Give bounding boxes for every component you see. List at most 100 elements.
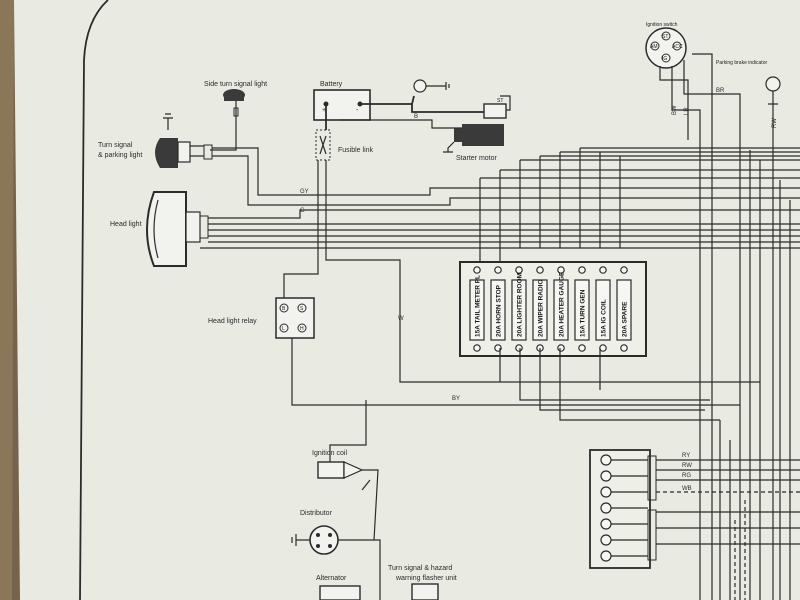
fuse-3 bbox=[511, 279, 527, 341]
flasher-label-1: Turn signal & hazard bbox=[388, 565, 452, 572]
ground-symbol bbox=[413, 79, 427, 93]
connector-pin-2 bbox=[600, 470, 612, 482]
side-turn-light: Side turn signal light bbox=[204, 81, 267, 151]
wire-label-rg: RG bbox=[682, 473, 691, 479]
fuse-label-6: 15A TURN GEN bbox=[580, 289, 587, 337]
fuse-label-8: 20A SPARE bbox=[622, 301, 629, 337]
fuse-7 bbox=[595, 279, 611, 341]
fuse-terminal-top-7 bbox=[599, 266, 607, 274]
wire-label-ry: RY bbox=[682, 453, 690, 459]
switch-terminal-acc: ACC bbox=[672, 44, 683, 50]
starter-st-terminal: ST bbox=[497, 98, 503, 104]
fuse-8 bbox=[616, 279, 632, 341]
fuse-group: 15A TAIL METER PL 20A HORN STOP 20A LIGHTE… bbox=[469, 266, 632, 352]
battery-label: Battery bbox=[320, 81, 343, 88]
flasher-unit: Turn signal & hazard warning flasher uni… bbox=[388, 565, 457, 600]
wire-label-rw-vertical: RW bbox=[772, 118, 778, 128]
connector-pin-1 bbox=[600, 454, 612, 466]
switch-terminal-ig: IG bbox=[662, 56, 667, 62]
relay-terminal-b: B bbox=[282, 306, 286, 312]
fuse-label-5: 20A HEATER GAUGE bbox=[559, 271, 566, 337]
wire-label-lr: LR bbox=[684, 107, 690, 115]
main-harness: GY G W BY bbox=[200, 147, 800, 402]
ignition-switch-label: Ignition switch bbox=[646, 22, 678, 28]
wire-label-rw: RW bbox=[682, 463, 692, 469]
page-border bbox=[79, 0, 109, 600]
parking-brake-label: Parking brake indicator bbox=[716, 60, 767, 66]
alternator: Alternator bbox=[316, 539, 381, 600]
fuse-5 bbox=[553, 279, 569, 341]
head-light-relay: Head light relay B S L H bbox=[208, 160, 740, 406]
fuse-output-wires bbox=[499, 348, 720, 421]
connector-pin-3 bbox=[600, 486, 612, 498]
fuse-terminal-top-4 bbox=[536, 266, 544, 274]
fuse-terminal-top-8 bbox=[620, 266, 628, 274]
wire-label-br: BR bbox=[716, 88, 725, 94]
fuse-terminal-bottom-7 bbox=[599, 344, 607, 352]
battery: Battery + - bbox=[313, 79, 450, 121]
fuse-label-7: 15A IG COIL bbox=[601, 299, 608, 337]
fuse-4 bbox=[532, 279, 548, 341]
fuse-terminal-bottom-8 bbox=[620, 344, 628, 352]
fuse-1 bbox=[469, 279, 485, 341]
fuse-label-3: 20A LIGHTER ROOM bbox=[517, 273, 524, 337]
fusible-link: Fusible link bbox=[315, 104, 374, 161]
fuse-terminal-top-6 bbox=[578, 266, 586, 274]
connector-pin-7 bbox=[600, 550, 612, 562]
battery-plus: + bbox=[322, 107, 326, 114]
fuse-6 bbox=[574, 279, 590, 341]
fuse-label-4: 20A WIPER RADIO bbox=[538, 279, 545, 337]
fuse-terminal-bottom-6 bbox=[578, 344, 586, 352]
fuse-terminal-top-1 bbox=[473, 266, 481, 274]
head-light-label: Head light bbox=[110, 221, 142, 228]
battery-minus: - bbox=[356, 107, 359, 114]
fuse-terminal-bottom-3 bbox=[515, 344, 523, 352]
wire-label-wb: WB bbox=[682, 486, 692, 492]
connector-pins bbox=[600, 454, 648, 562]
fuse-terminal-top-5 bbox=[557, 266, 565, 274]
distributor-label: Distributor bbox=[300, 510, 333, 517]
desk-edge bbox=[0, 0, 14, 600]
fuse-terminal-top-3 bbox=[515, 266, 523, 274]
wire-label-by: BY bbox=[452, 396, 460, 402]
connector-pin-5 bbox=[600, 518, 612, 530]
ignition-switch: Ignition switch ST AM ACC IG BW LR BR bbox=[645, 22, 741, 600]
combination-connector: RY RW RG WB bbox=[589, 449, 800, 569]
wire-label-bw: BW bbox=[672, 105, 678, 115]
wire-label-w: W bbox=[398, 316, 404, 322]
parking-brake-indicator: Parking brake indicator RW bbox=[716, 60, 781, 600]
fusible-link-label: Fusible link bbox=[338, 147, 374, 154]
switch-terminal-am: AM bbox=[650, 44, 658, 50]
turn-signal-label-1: Turn signal bbox=[98, 142, 133, 149]
wire-label-g: G bbox=[300, 208, 305, 214]
wire-label-b: B bbox=[414, 114, 418, 120]
relay-terminal-h: H bbox=[300, 326, 304, 332]
turn-signal-parking-light: Turn signal & parking light bbox=[98, 113, 300, 206]
side-turn-light-label: Side turn signal light bbox=[204, 81, 267, 88]
ignition-coil: Ignition coil bbox=[312, 400, 379, 541]
head-light-relay-label: Head light relay bbox=[208, 318, 257, 325]
dashed-wires bbox=[734, 500, 746, 600]
turn-signal-label-2: & parking light bbox=[98, 152, 142, 159]
connector-pin-6 bbox=[600, 534, 612, 546]
wire-label-gy: GY bbox=[300, 189, 309, 195]
relay-terminal-l: L bbox=[282, 326, 285, 332]
fuse-label-1: 15A TAIL METER PL bbox=[475, 275, 482, 337]
flasher-label-2: warning flasher unit bbox=[395, 575, 457, 582]
right-vertical-bundle bbox=[719, 150, 791, 600]
distributor: Distributor bbox=[291, 510, 374, 555]
fuse-2 bbox=[490, 279, 506, 341]
starter-motor: ST Starter motor B bbox=[340, 95, 511, 162]
connector-pin-4 bbox=[600, 502, 612, 514]
starter-motor-label: Starter motor bbox=[456, 155, 498, 162]
page-paper bbox=[14, 0, 800, 600]
head-light: Head light bbox=[110, 191, 209, 267]
alternator-label: Alternator bbox=[316, 575, 347, 582]
fuse-terminal-top-2 bbox=[494, 266, 502, 274]
fuse-terminal-bottom-1 bbox=[473, 344, 481, 352]
fuse-terminal-bottom-5 bbox=[557, 344, 565, 352]
relay-terminal-s: S bbox=[300, 306, 304, 312]
fuse-label-2: 20A HORN STOP bbox=[496, 284, 503, 337]
switch-terminal-st: ST bbox=[662, 34, 668, 40]
